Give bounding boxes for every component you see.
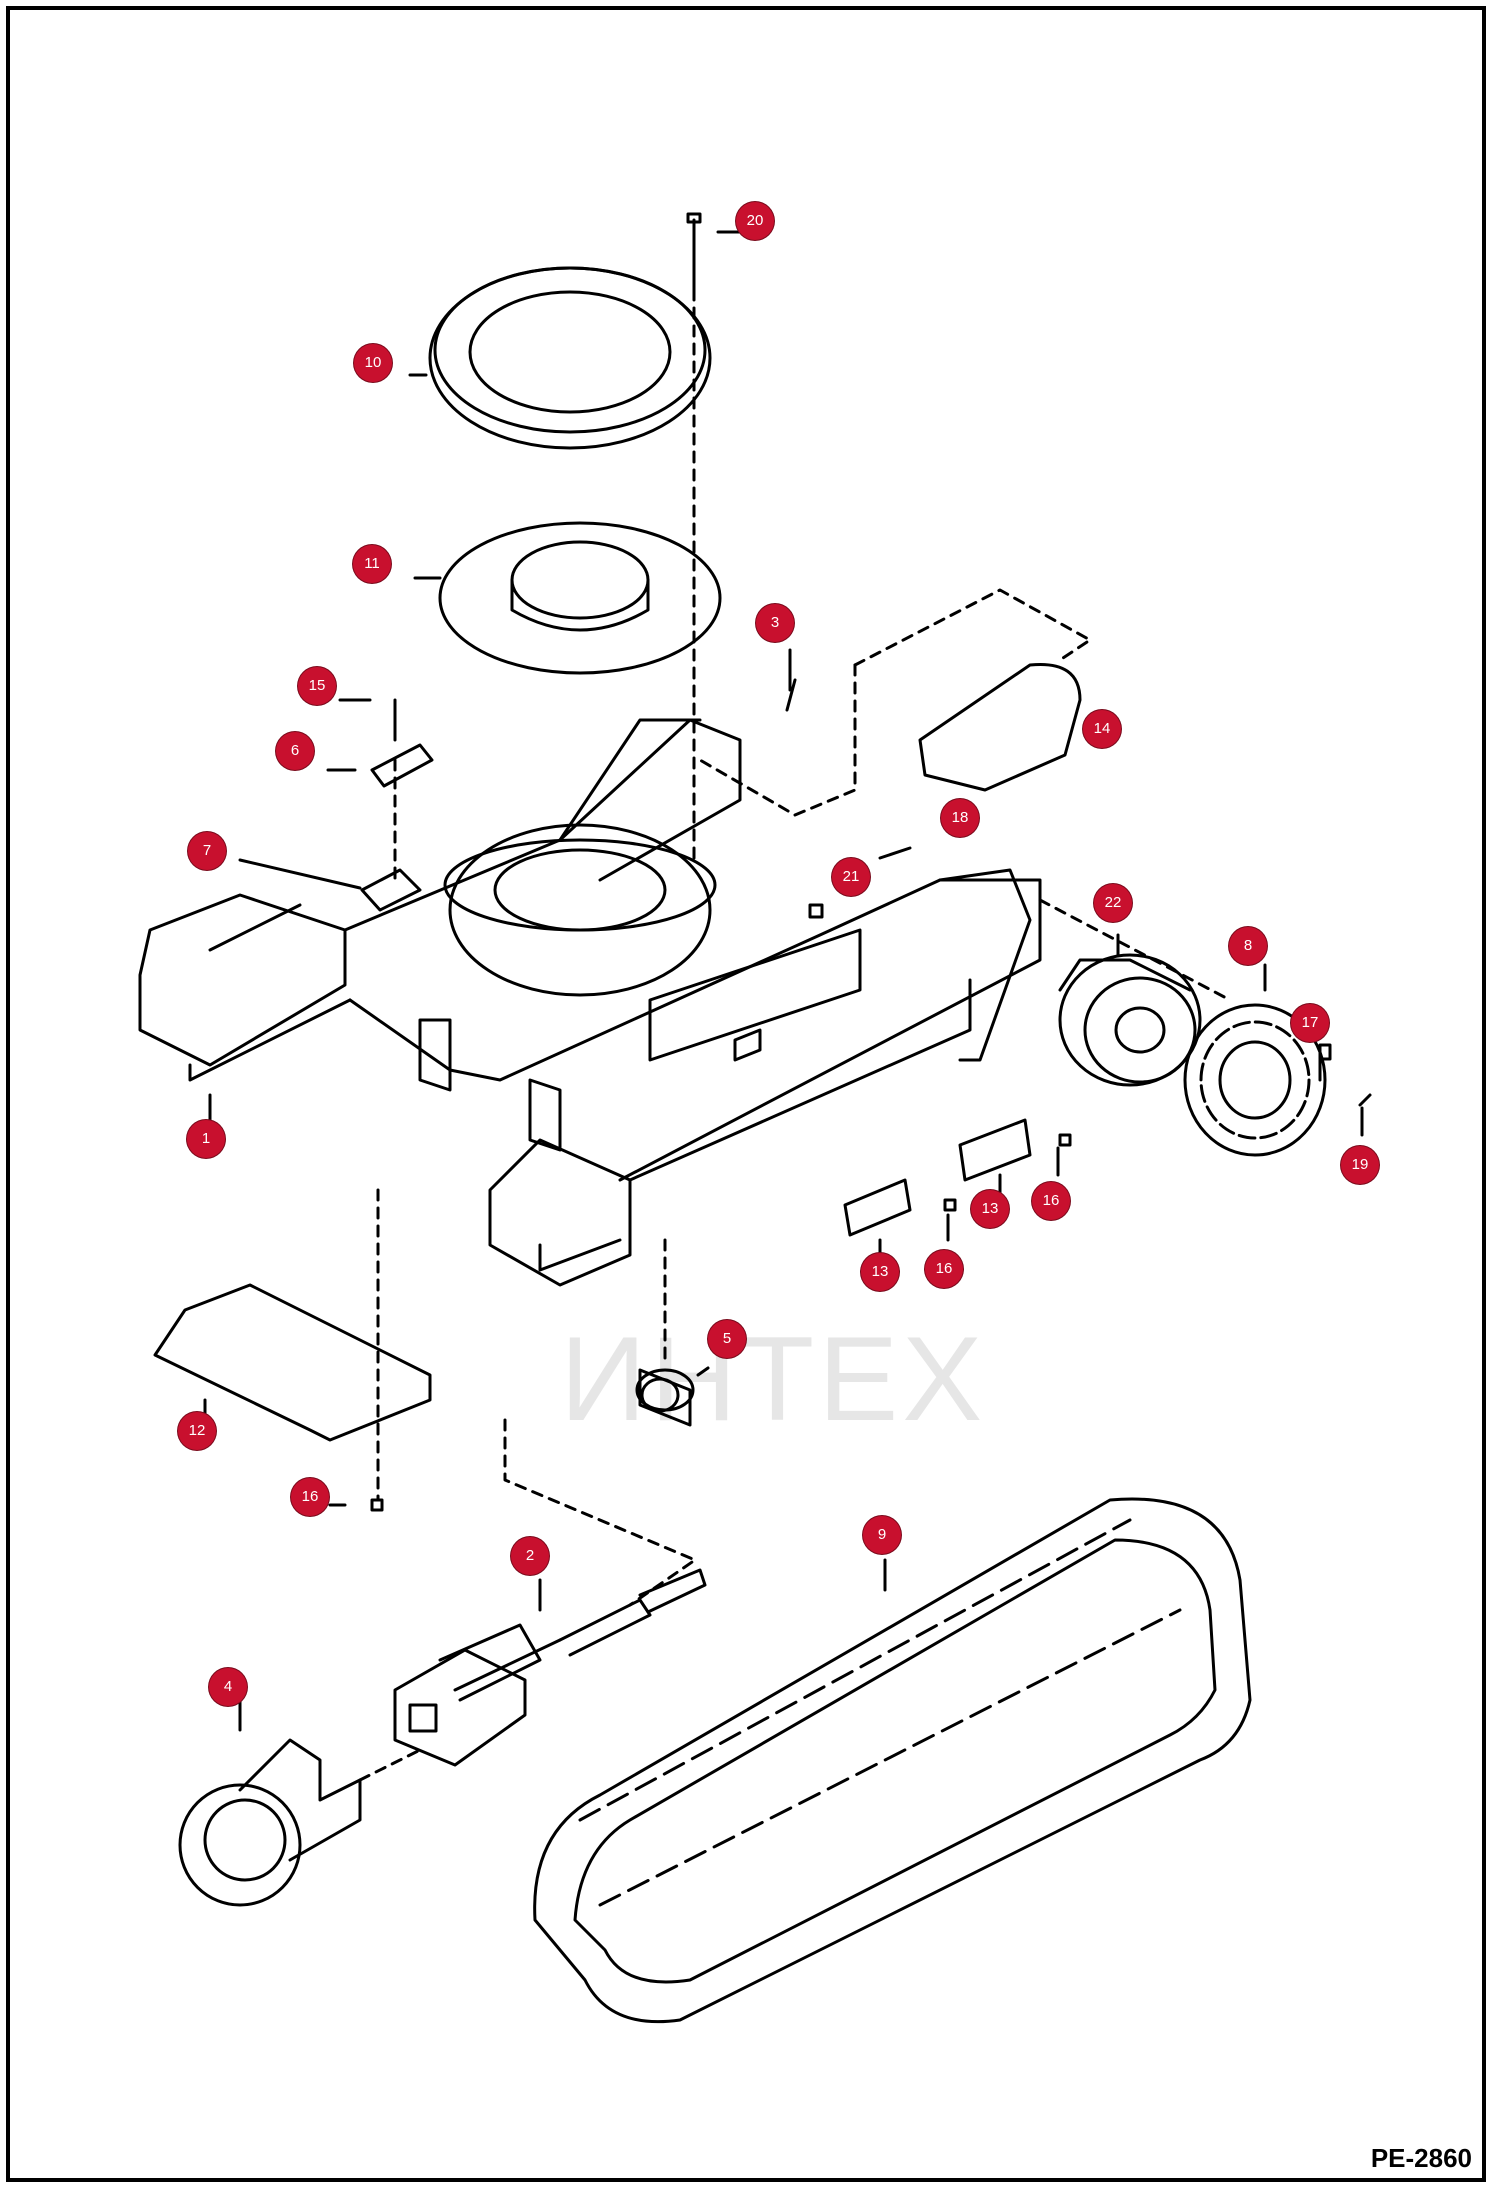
cover-part-13a: [958, 1118, 1032, 1182]
callout-19[interactable]: 19: [1341, 1146, 1379, 1184]
nut-part-21: [808, 903, 824, 919]
callout-2[interactable]: 2: [511, 1537, 549, 1575]
plate-part-7: [360, 868, 422, 912]
callout-6[interactable]: 6: [276, 732, 314, 770]
callout-9[interactable]: 9: [863, 1516, 901, 1554]
rubber-track-part-9: [533, 1497, 1252, 2024]
callout-13a[interactable]: 13: [971, 1190, 1009, 1228]
callout-14[interactable]: 14: [1083, 710, 1121, 748]
under-cover-part-12: [153, 1283, 432, 1442]
callout-11[interactable]: 11: [353, 545, 391, 583]
bolt-part-16b: [943, 1198, 957, 1212]
sprocket-part-8: [1183, 1003, 1327, 1157]
callout-18[interactable]: 18: [941, 799, 979, 837]
bolt-part-16c: [370, 1498, 384, 1512]
callout-1[interactable]: 1: [187, 1120, 225, 1158]
callout-16c[interactable]: 16: [291, 1478, 329, 1516]
callout-15[interactable]: 15: [298, 667, 336, 705]
callout-22[interactable]: 22: [1094, 884, 1132, 922]
bolt-part-16a: [1058, 1133, 1072, 1147]
lower-frame-part-1: [138, 718, 1042, 1287]
block-part-6: [370, 743, 434, 788]
callout-10[interactable]: 10: [354, 344, 392, 382]
washer-part-17: [1318, 1043, 1332, 1061]
shim-plate-part-11: [438, 521, 722, 675]
callout-13b[interactable]: 13: [861, 1253, 899, 1291]
callout-5[interactable]: 5: [708, 1320, 746, 1358]
callout-20[interactable]: 20: [736, 202, 774, 240]
diagram-border: [6, 6, 1486, 2182]
callout-3[interactable]: 3: [756, 604, 794, 642]
bolt-part-19: [1358, 1093, 1372, 1107]
callout-7[interactable]: 7: [188, 832, 226, 870]
callout-17[interactable]: 17: [1291, 1004, 1329, 1042]
swing-bearing-part-10: [428, 266, 712, 450]
track-roller-part-5: [635, 1368, 695, 1427]
bolt-part-18: [878, 846, 912, 860]
bolt-part-3: [785, 678, 797, 712]
callout-16b[interactable]: 16: [925, 1250, 963, 1288]
travel-motor-part-22: [1058, 953, 1202, 1087]
callout-8[interactable]: 8: [1229, 927, 1267, 965]
cover-part-13b: [843, 1178, 912, 1237]
recoil-spring-part-2: [393, 1568, 707, 1767]
watermark-text: ИНТЕХ: [560, 1312, 987, 1446]
callout-16a[interactable]: 16: [1032, 1182, 1070, 1220]
callout-12[interactable]: 12: [178, 1412, 216, 1450]
bolt-part-20: [686, 212, 702, 292]
callout-4[interactable]: 4: [209, 1668, 247, 1706]
cover-part-14: [918, 662, 1082, 792]
callout-21[interactable]: 21: [832, 858, 870, 896]
idler-part-4: [178, 1738, 422, 1907]
page-code: PE-2860: [1370, 2143, 1472, 2173]
